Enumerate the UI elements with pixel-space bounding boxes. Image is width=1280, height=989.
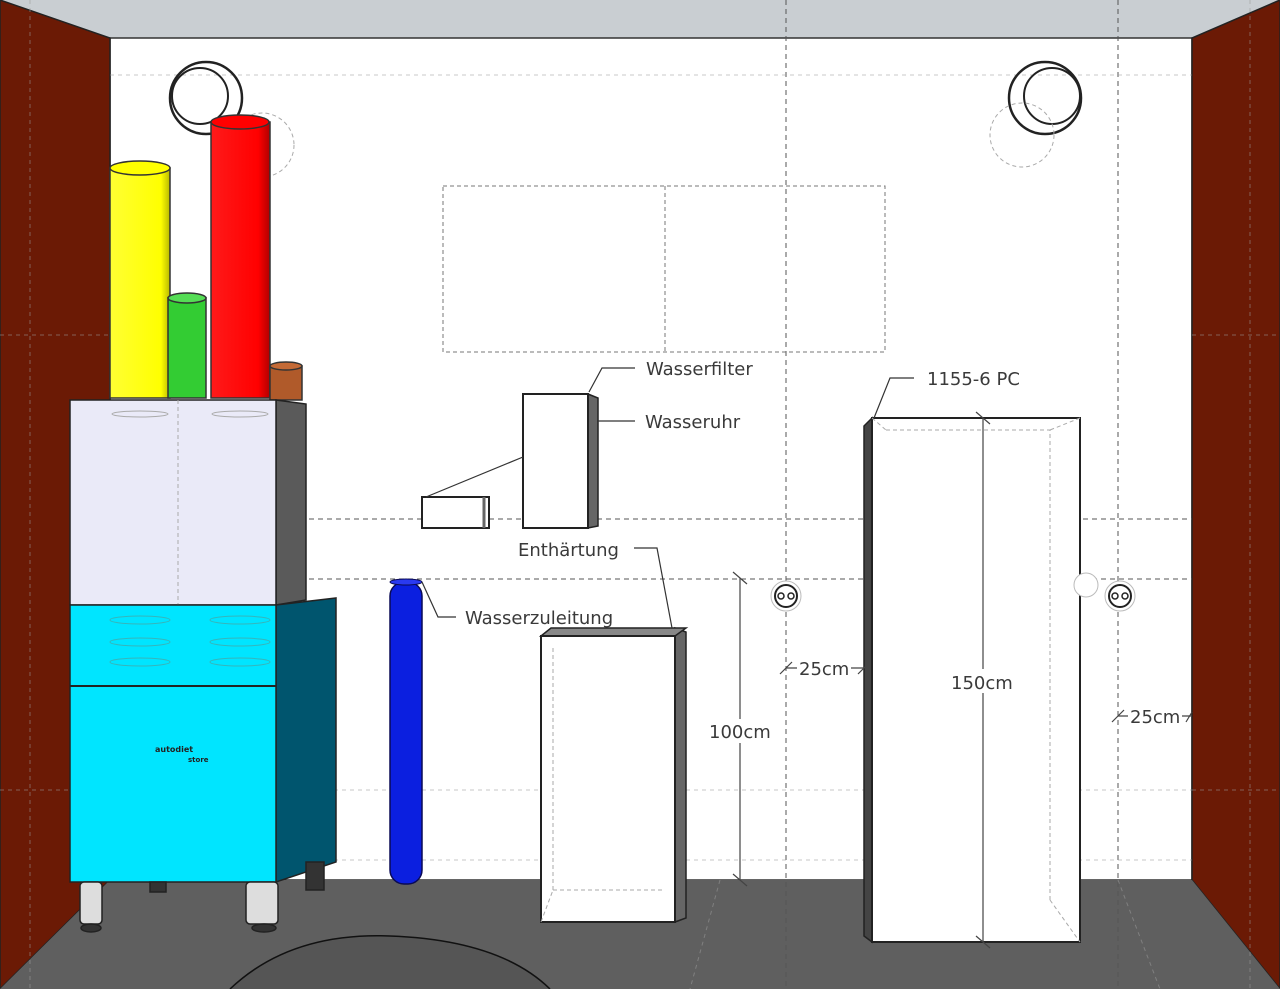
right-gap-dimension: 25cm [1130,707,1180,728]
left-gap-dimension: 25cm [799,659,849,680]
circular-vent-icon [989,60,1083,168]
power-socket-icon [770,580,802,612]
unit-feet [79,861,325,933]
green-pipe [167,292,207,399]
water-meter-box [522,392,599,529]
lower-heating-unit: autodiet store [69,597,337,933]
cabinet-height-dimension: 150cm [951,673,1013,694]
height-socket-dimension: 100cm [709,722,771,743]
right-side-wall [1191,0,1280,989]
device-brand-sublabel: store [188,756,209,764]
window-outline [442,185,886,353]
water-meter-label: Wasseruhr [645,412,741,433]
brown-pipe [269,361,303,401]
device-brand-label: autodiet [155,745,193,754]
water-supply-label: Wasserzuleitung [465,608,613,629]
power-socket-icon [1073,572,1136,612]
water-filter-label: Wasserfilter [646,359,753,380]
ceiling [0,0,1280,38]
red-flue-pipe [210,114,271,399]
water-inlet-pipe [389,578,423,885]
water-softener [538,626,689,924]
label-leader-lines [421,367,914,629]
upper-heating-unit [69,399,307,606]
cabinet-model-label: 1155-6 PC [927,369,1020,390]
floor-rug-outline [229,934,551,989]
softening-label: Enthärtung [518,540,619,561]
yellow-flue-pipe [109,160,171,399]
water-filter-box [421,496,490,529]
